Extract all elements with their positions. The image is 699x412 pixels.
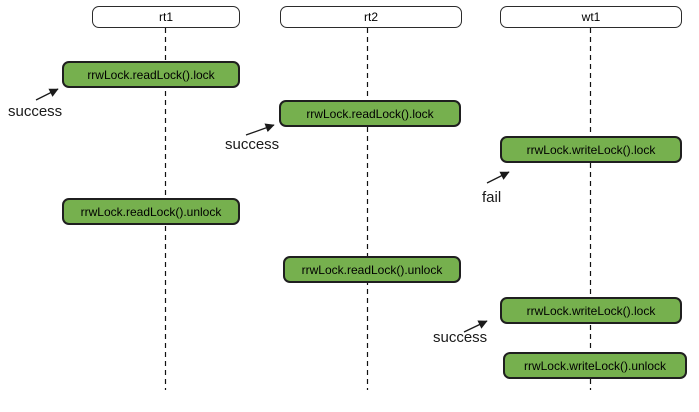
fail-arrow-wt1-lock (486, 171, 510, 184)
success-arrow-wt1-lock (463, 320, 488, 333)
lifeline-header-rt1: rt1 (92, 6, 240, 28)
event-box-wt1-writelock-unlock: rrwLock.writeLock().unlock (503, 352, 687, 379)
annotation-fail-wt1: fail (482, 189, 502, 206)
event-box-rt2-readlock-lock: rrwLock.readLock().lock (279, 100, 461, 127)
success-arrow-rt1-lock (35, 88, 59, 101)
event-box-rt1-readlock-unlock: rrwLock.readLock().unlock (62, 198, 240, 225)
event-box-rt1-readlock-lock: rrwLock.readLock().lock (62, 61, 240, 88)
lifeline-header-wt1: wt1 (500, 6, 682, 28)
annotation-success-rt2: success (225, 136, 280, 153)
event-box-rt2-readlock-unlock: rrwLock.readLock().unlock (283, 256, 461, 283)
event-box-wt1-writelock-lock-fail: rrwLock.writeLock().lock (500, 136, 682, 163)
lifeline-header-rt2: rt2 (280, 6, 462, 28)
event-box-wt1-writelock-lock-success: rrwLock.writeLock().lock (500, 297, 682, 324)
annotation-success-wt1: success (433, 329, 488, 346)
annotation-success-rt1: success (8, 103, 63, 120)
success-arrow-rt2-lock (245, 123, 275, 136)
